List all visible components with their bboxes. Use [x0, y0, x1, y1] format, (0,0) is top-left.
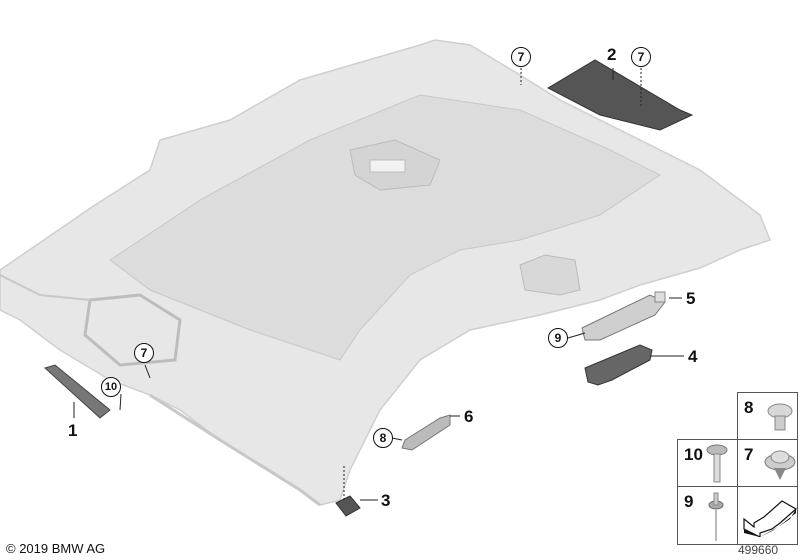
direction-arrow-icon	[743, 500, 798, 537]
callout-10[interactable]: 10	[101, 377, 121, 397]
fastener-cell-7[interactable]: 7	[737, 439, 798, 487]
callout-9[interactable]: 9	[548, 328, 568, 348]
fastener-cell-8[interactable]: 8	[737, 392, 798, 440]
part-label-2[interactable]: 2	[607, 45, 617, 64]
part-label-3[interactable]: 3	[381, 491, 391, 510]
document-number: 499660	[738, 543, 779, 557]
fastener-num: 10	[684, 445, 703, 464]
fastener-table: 8 10 7 9	[677, 392, 798, 545]
part-label-5[interactable]: 5	[686, 289, 696, 308]
part-label-4[interactable]: 4	[688, 347, 698, 366]
fastener-cell-9[interactable]: 9	[677, 486, 738, 545]
callout-7-left[interactable]: 7	[134, 343, 154, 363]
tapping-screw-icon	[706, 444, 728, 483]
fastener-cell-arrow[interactable]	[737, 486, 798, 545]
fastener-num: 8	[744, 398, 754, 417]
clip-icon	[764, 450, 796, 480]
fastener-cell-10[interactable]: 10	[677, 439, 738, 487]
callout-7-right[interactable]: 7	[631, 47, 651, 67]
part-label-1[interactable]: 1	[68, 421, 78, 440]
copyright: © 2019 BMW AG	[6, 541, 106, 556]
callout-7-top[interactable]: 7	[511, 47, 531, 67]
fastener-num: 7	[744, 445, 754, 464]
fastener-num: 9	[684, 492, 694, 511]
part-label-6[interactable]: 6	[464, 407, 474, 426]
rivet-icon	[708, 492, 724, 541]
screw-icon	[767, 403, 793, 431]
callout-8[interactable]: 8	[373, 428, 393, 448]
